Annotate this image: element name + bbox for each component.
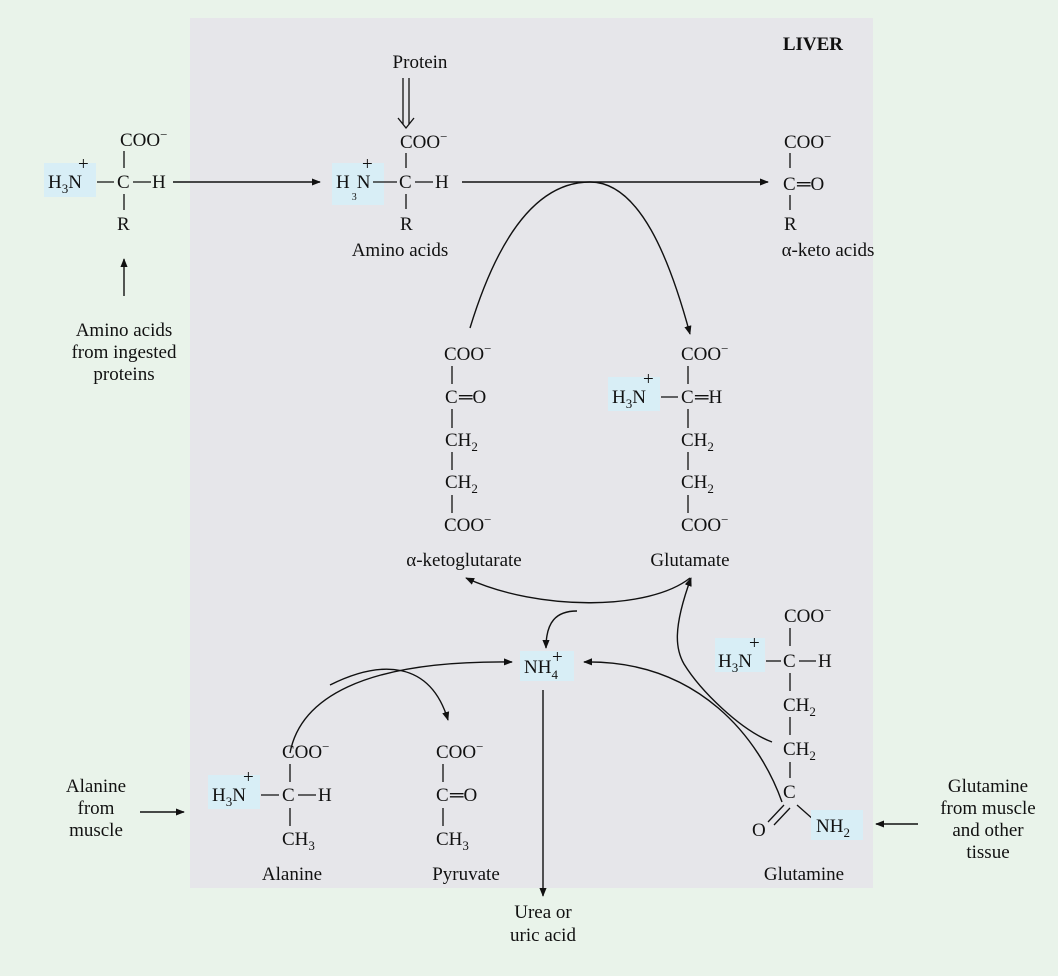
svg-text:+: + <box>362 154 373 175</box>
svg-text:CH2: CH2 <box>445 472 478 496</box>
alanine-to-ammonium-arrow <box>289 658 513 754</box>
ammonium-group-highlight <box>44 163 96 197</box>
svg-text:C: C <box>117 172 130 193</box>
svg-text:C: C <box>783 651 796 672</box>
svg-text:═O: ═O <box>449 785 477 806</box>
ingested-label-line-3: proteins <box>93 364 154 385</box>
amide-group-highlight <box>811 810 863 840</box>
svg-text:COO−: COO− <box>400 129 447 153</box>
ingested-label-line-2: from ingested <box>71 342 177 363</box>
glutamine-label: Glutamine <box>764 864 844 885</box>
svg-text:R: R <box>400 214 413 235</box>
ingested-amino-acid-structure: COO− H3N + C H R <box>44 127 167 235</box>
svg-text:COO−: COO− <box>436 739 483 763</box>
alanine-label: Alanine <box>262 864 322 885</box>
svg-text:R: R <box>784 214 797 235</box>
ammonium-group-highlight <box>608 377 660 411</box>
svg-text:COO−: COO− <box>444 512 491 536</box>
svg-text:H3N: H3N <box>612 387 646 411</box>
alanine-structure: COO− H3N + C H CH3 <box>208 739 332 853</box>
svg-text:O: O <box>752 820 766 841</box>
svg-text:COO−: COO− <box>681 341 728 365</box>
ketoglutarate-to-glutamate-arc <box>469 181 692 335</box>
svg-text:+: + <box>243 767 254 788</box>
svg-text:C: C <box>783 782 796 803</box>
svg-text:CH3: CH3 <box>282 829 315 853</box>
svg-text:C: C <box>399 172 412 193</box>
svg-text:+: + <box>78 154 89 175</box>
svg-text:H3N: H3N <box>48 172 82 196</box>
svg-text:CH2: CH2 <box>445 430 478 454</box>
svg-text:═O: ═O <box>458 387 486 408</box>
glutamine-source-line-4: tissue <box>966 842 1009 863</box>
svg-text:H3N: H3N <box>718 651 752 675</box>
glutamine-to-ammonium-arrow <box>583 658 783 803</box>
glutamine-source-line-1: Glutamine <box>948 776 1028 797</box>
svg-text:+: + <box>643 369 654 390</box>
alpha-keto-acid-structure: COO− C ═O R <box>783 129 831 235</box>
svg-text:C: C <box>445 387 458 408</box>
glutamine-source-line-2: from muscle <box>940 798 1036 819</box>
liver-label: LIVER <box>783 34 843 55</box>
svg-text:COO−: COO− <box>444 341 491 365</box>
svg-text:C: C <box>783 174 796 195</box>
output-label-line-2: uric acid <box>510 925 576 946</box>
ammonium-group-highlight <box>208 775 260 809</box>
alanine-to-pyruvate-arrow <box>329 668 450 721</box>
glutamate-label: Glutamate <box>650 550 729 571</box>
glutamine-to-glutamate-arrow <box>676 577 773 743</box>
amino-acid-structure: COO− H3N + C H R <box>332 129 449 235</box>
svg-text:H: H <box>435 172 449 193</box>
svg-text:CH2: CH2 <box>783 695 816 719</box>
amino-acids-label: Amino acids <box>352 240 449 261</box>
alpha-ketoglutarate-label: α-ketoglutarate <box>406 550 521 571</box>
svg-text:COO−: COO− <box>784 129 831 153</box>
svg-text:═O: ═O <box>796 174 824 195</box>
ingested-label-line-1: Amino acids <box>76 320 173 341</box>
svg-text:CH2: CH2 <box>783 739 816 763</box>
ammonium-highlight <box>520 651 574 681</box>
ammonium-label: NH4 <box>524 657 558 682</box>
alanine-source-line-1: Alanine <box>66 776 126 797</box>
svg-text:CH2: CH2 <box>681 430 714 454</box>
liver-region <box>190 18 873 888</box>
svg-text:H: H <box>318 785 332 806</box>
output-label-line-1: Urea or <box>514 902 572 923</box>
glutamate-structure: COO− H3N + C ═H CH2 CH2 COO− <box>608 341 728 536</box>
svg-text:CH3: CH3 <box>436 829 469 853</box>
alanine-source-line-2: from <box>78 798 115 819</box>
svg-text:═H: ═H <box>694 387 722 408</box>
svg-text:COO−: COO− <box>784 603 831 627</box>
svg-text:COO−: COO− <box>681 512 728 536</box>
ammonium-group-highlight <box>332 163 384 205</box>
alpha-ketoglutarate-structure: COO− C ═O CH2 CH2 COO− <box>444 341 491 536</box>
svg-text:NH2: NH2 <box>816 816 850 840</box>
svg-text:COO−: COO− <box>282 739 329 763</box>
svg-text:C: C <box>282 785 295 806</box>
svg-text:C: C <box>681 387 694 408</box>
svg-text:H: H <box>818 651 832 672</box>
svg-text:+: + <box>749 633 760 654</box>
pyruvate-label: Pyruvate <box>432 864 500 885</box>
svg-text:H: H <box>152 172 166 193</box>
svg-text:R: R <box>117 214 130 235</box>
svg-text:+: + <box>552 647 563 668</box>
svg-text:C: C <box>436 785 449 806</box>
ammonium-group-highlight <box>715 638 765 672</box>
alpha-keto-acids-label: α-keto acids <box>782 240 875 261</box>
svg-text:H3N: H3N <box>212 785 246 809</box>
glutamine-source-line-3: and other <box>952 820 1024 841</box>
svg-text:COO−: COO− <box>120 127 167 151</box>
protein-label: Protein <box>393 52 448 73</box>
glutamine-structure: COO− H3N + C H CH2 CH2 C O NH2 <box>715 603 863 841</box>
deamination-ammonium-arrow <box>542 610 578 649</box>
svg-text:H3N: H3N <box>336 172 371 203</box>
alanine-source-line-3: muscle <box>69 820 123 841</box>
glutamate-to-ketoglutarate-arrow <box>465 577 691 604</box>
pyruvate-structure: COO− C ═O CH3 <box>436 739 483 853</box>
svg-text:CH2: CH2 <box>681 472 714 496</box>
